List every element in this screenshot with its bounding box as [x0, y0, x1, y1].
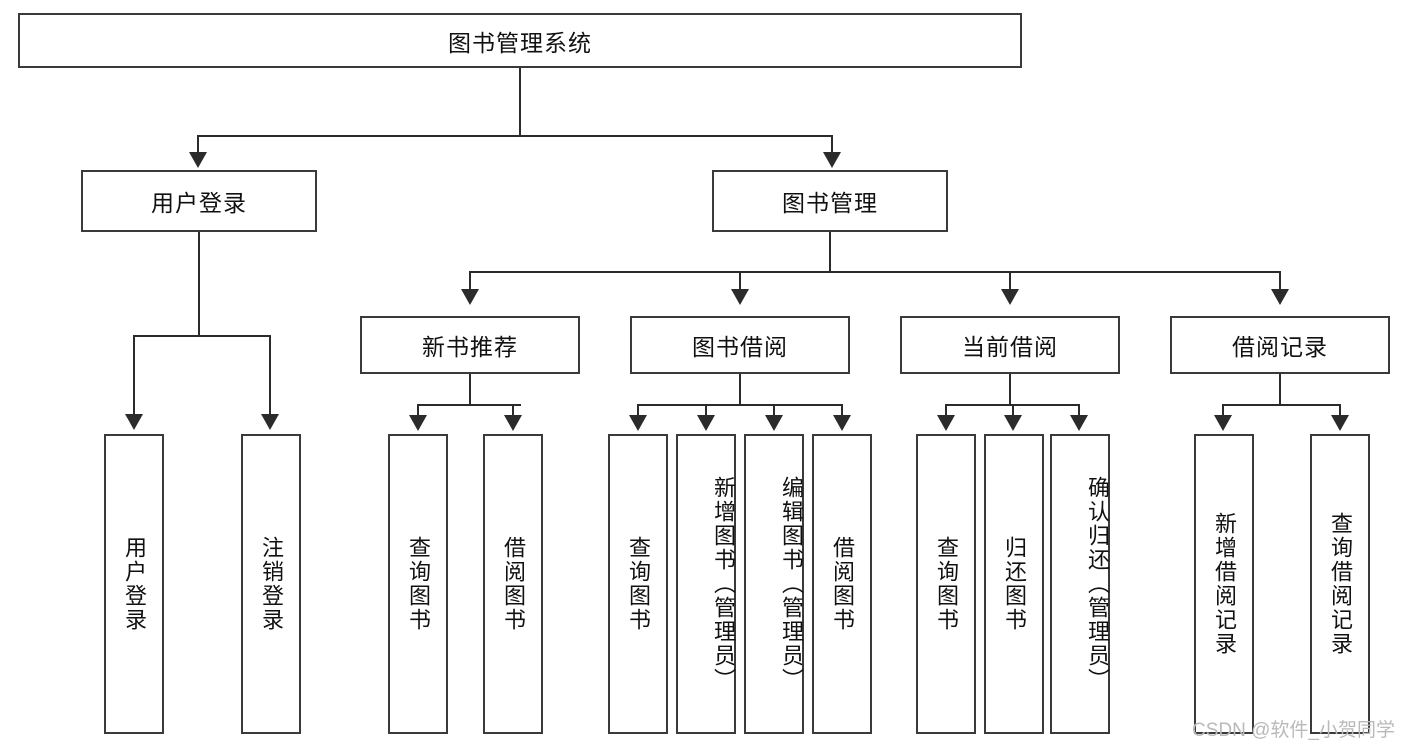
connector-new-book-leaf-1	[417, 404, 419, 418]
node-label: 归还图书	[1002, 536, 1027, 632]
node-label: 当前借阅	[962, 334, 1058, 360]
node-root-library-system[interactable]: 图书管理系统	[18, 13, 1022, 68]
leaf-borrow-book-recommend[interactable]: 借阅图书	[483, 434, 543, 734]
node-label: 借阅图书	[501, 536, 526, 632]
node-label: 查询图书	[626, 536, 651, 632]
leaf-add-book-admin[interactable]: 新增图书（管理员）	[676, 434, 736, 734]
connector-book-borrow-leaf-2	[705, 404, 707, 418]
connector-book-manage-stem	[829, 232, 831, 272]
arrowhead-leaf-return-book	[1004, 415, 1022, 431]
arrowhead-leaf-add-record	[1214, 415, 1232, 431]
node-label: 图书管理	[782, 190, 878, 216]
connector-book-manage-to-borrow	[739, 271, 741, 293]
connector-book-manage-bus	[469, 271, 1281, 273]
node-label: 编辑图书（管理员）	[779, 476, 804, 692]
node-label: 新增借阅记录	[1212, 512, 1237, 656]
connector-new-book-bus	[417, 404, 521, 406]
connector-current-borrow-stem	[1009, 374, 1011, 405]
connector-root-to-book-manage	[831, 135, 833, 156]
connector-borrow-record-leaf-1	[1222, 404, 1224, 418]
connector-book-borrow-stem	[739, 374, 741, 405]
leaf-query-book-borrow[interactable]: 查询图书	[608, 434, 668, 734]
connector-new-book-leaf-2	[512, 404, 514, 418]
node-label: 用户登录	[151, 190, 247, 216]
connector-borrow-record-leaf-2	[1339, 404, 1341, 418]
node-label: 用户登录	[122, 536, 147, 632]
leaf-add-borrow-record[interactable]: 新增借阅记录	[1194, 434, 1254, 734]
connector-user-login-leaf-1	[133, 335, 135, 417]
node-label: 新增图书（管理员）	[711, 476, 736, 692]
connector-book-borrow-leaf-4	[841, 404, 843, 418]
node-label: 查询图书	[934, 536, 959, 632]
connector-user-login-leaf-2	[269, 335, 271, 417]
connector-current-borrow-leaf-2	[1012, 404, 1014, 418]
connector-user-login-bus	[133, 335, 271, 337]
connector-book-manage-to-record	[1279, 271, 1281, 293]
leaf-query-book-recommend[interactable]: 查询图书	[388, 434, 448, 734]
arrowhead-leaf-query-record	[1331, 415, 1349, 431]
node-user-login[interactable]: 用户登录	[81, 170, 317, 232]
arrowhead-book-manage	[823, 152, 841, 168]
arrowhead-leaf-add-book	[697, 415, 715, 431]
node-label: 查询图书	[406, 536, 431, 632]
node-label: 确认归还（管理员）	[1085, 476, 1110, 692]
node-label: 新书推荐	[422, 334, 518, 360]
arrowhead-leaf-edit-book	[765, 415, 783, 431]
node-label: 借阅记录	[1232, 334, 1328, 360]
connector-borrow-record-bus	[1222, 404, 1341, 406]
connector-root-bus	[197, 135, 833, 137]
leaf-borrow-book[interactable]: 借阅图书	[812, 434, 872, 734]
node-book-borrow[interactable]: 图书借阅	[630, 316, 850, 374]
connector-current-borrow-leaf-1	[945, 404, 947, 418]
connector-root-to-user-login	[197, 135, 199, 156]
arrowhead-new-book-recommend	[461, 289, 479, 305]
arrowhead-borrow-record	[1271, 289, 1289, 305]
arrowhead-leaf-user-login	[125, 414, 143, 430]
arrowhead-user-login	[189, 152, 207, 168]
connector-book-borrow-leaf-1	[637, 404, 639, 418]
node-new-book-recommend[interactable]: 新书推荐	[360, 316, 580, 374]
connector-book-manage-to-current	[1009, 271, 1011, 293]
connector-root-stem	[519, 68, 521, 136]
arrowhead-leaf-borrow-book-2	[833, 415, 851, 431]
node-label: 借阅图书	[830, 536, 855, 632]
leaf-logout[interactable]: 注销登录	[241, 434, 301, 734]
leaf-user-login[interactable]: 用户登录	[104, 434, 164, 734]
arrowhead-leaf-query-book-2	[629, 415, 647, 431]
arrowhead-book-borrow	[731, 289, 749, 305]
leaf-confirm-return-admin[interactable]: 确认归还（管理员）	[1050, 434, 1110, 734]
arrowhead-leaf-logout	[261, 414, 279, 430]
leaf-query-book-current[interactable]: 查询图书	[916, 434, 976, 734]
node-label: 图书管理系统	[448, 29, 592, 56]
node-label: 注销登录	[259, 536, 284, 632]
connector-user-login-stem	[198, 232, 200, 336]
arrowhead-leaf-query-book-3	[937, 415, 955, 431]
connector-book-borrow-leaf-3	[773, 404, 775, 418]
node-borrow-record[interactable]: 借阅记录	[1170, 316, 1390, 374]
connector-book-borrow-bus	[637, 404, 843, 406]
leaf-edit-book-admin[interactable]: 编辑图书（管理员）	[744, 434, 804, 734]
arrowhead-leaf-confirm-return	[1070, 415, 1088, 431]
arrowhead-leaf-query-book-1	[409, 415, 427, 431]
connector-new-book-stem	[469, 374, 471, 405]
arrowhead-current-borrow	[1001, 289, 1019, 305]
leaf-query-borrow-record[interactable]: 查询借阅记录	[1310, 434, 1370, 734]
connector-current-borrow-leaf-3	[1078, 404, 1080, 418]
node-label: 图书借阅	[692, 334, 788, 360]
node-label: 查询借阅记录	[1328, 512, 1353, 656]
node-current-borrow[interactable]: 当前借阅	[900, 316, 1120, 374]
arrowhead-leaf-borrow-book-1	[504, 415, 522, 431]
node-book-management[interactable]: 图书管理	[712, 170, 948, 232]
leaf-return-book[interactable]: 归还图书	[984, 434, 1044, 734]
connector-borrow-record-stem	[1279, 374, 1281, 405]
connector-book-manage-to-new-book	[469, 271, 471, 293]
